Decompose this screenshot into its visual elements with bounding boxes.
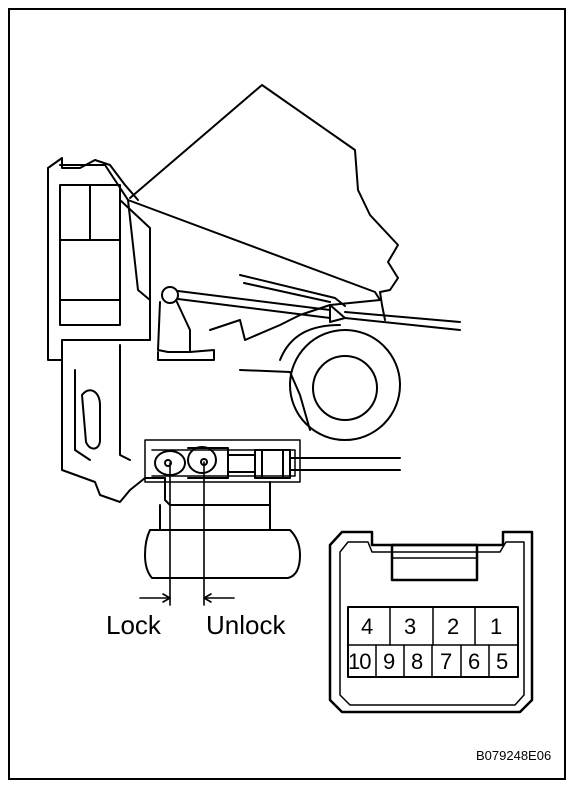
- lock-unlock-indicator: [139, 461, 235, 606]
- unlock-label: Unlock: [206, 610, 286, 640]
- connector-pin-label: 4: [361, 614, 374, 639]
- connector-pin-label: 1: [490, 614, 503, 639]
- lock-label: Lock: [106, 610, 161, 640]
- connector-face: [328, 530, 534, 714]
- diagram-frame: [8, 8, 566, 780]
- connector-pin-label: 10: [348, 649, 372, 674]
- connector-pin-label: 2: [447, 614, 460, 639]
- connector-pin-label: 5: [496, 649, 509, 674]
- connector-pin-label: 6: [468, 649, 481, 674]
- lock-assembly: [47, 84, 461, 579]
- connector-pin-label: 3: [404, 614, 417, 639]
- connector-pin-label: 9: [383, 649, 396, 674]
- connector-pin-label: 8: [411, 649, 424, 674]
- figure-code: B079248E06: [476, 748, 552, 763]
- connector-pin-label: 7: [440, 649, 453, 674]
